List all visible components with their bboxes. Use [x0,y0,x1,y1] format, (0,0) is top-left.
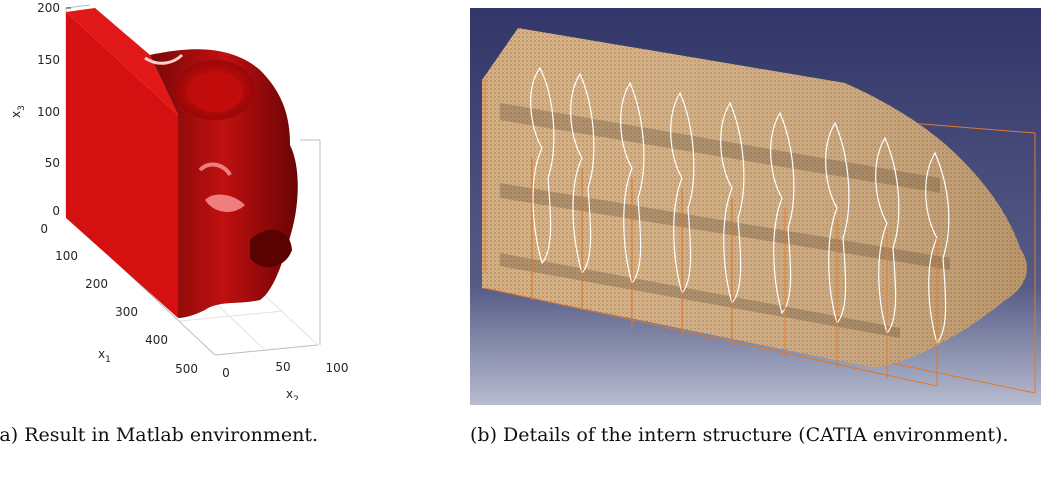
x1-tick: 400 [145,333,168,347]
surface-body [66,8,298,318]
x1-axis-label: x1 [98,347,111,365]
catia-structure-render [470,8,1041,405]
caption-b: (b) Details of the intern structure (CAT… [470,424,1009,446]
caption-a: (a) Result in Matlab environment. [0,424,319,446]
x3-axis-label: x3 [9,105,27,118]
x3-tick: 100 [37,105,60,119]
section-planes [531,158,938,386]
x1-tick: 300 [115,305,138,319]
x3-tick: 150 [37,53,60,67]
x3-tick: 200 [37,1,60,15]
x3-tick: 0 [52,204,60,218]
x2-tick: 50 [275,360,290,374]
matlab-surface-plot: 200 150 100 50 0 x3 0 100 200 300 400 50… [9,1,349,400]
x2-tick: 100 [326,361,349,375]
x1-tick: 200 [85,277,108,291]
x1-tick: 0 [40,222,48,236]
x3-tick: 50 [45,156,60,170]
x2-tick: 0 [222,366,230,380]
x1-tick: 500 [175,362,198,376]
x2-axis-label: x2 [286,387,299,400]
x1-tick: 100 [55,249,78,263]
